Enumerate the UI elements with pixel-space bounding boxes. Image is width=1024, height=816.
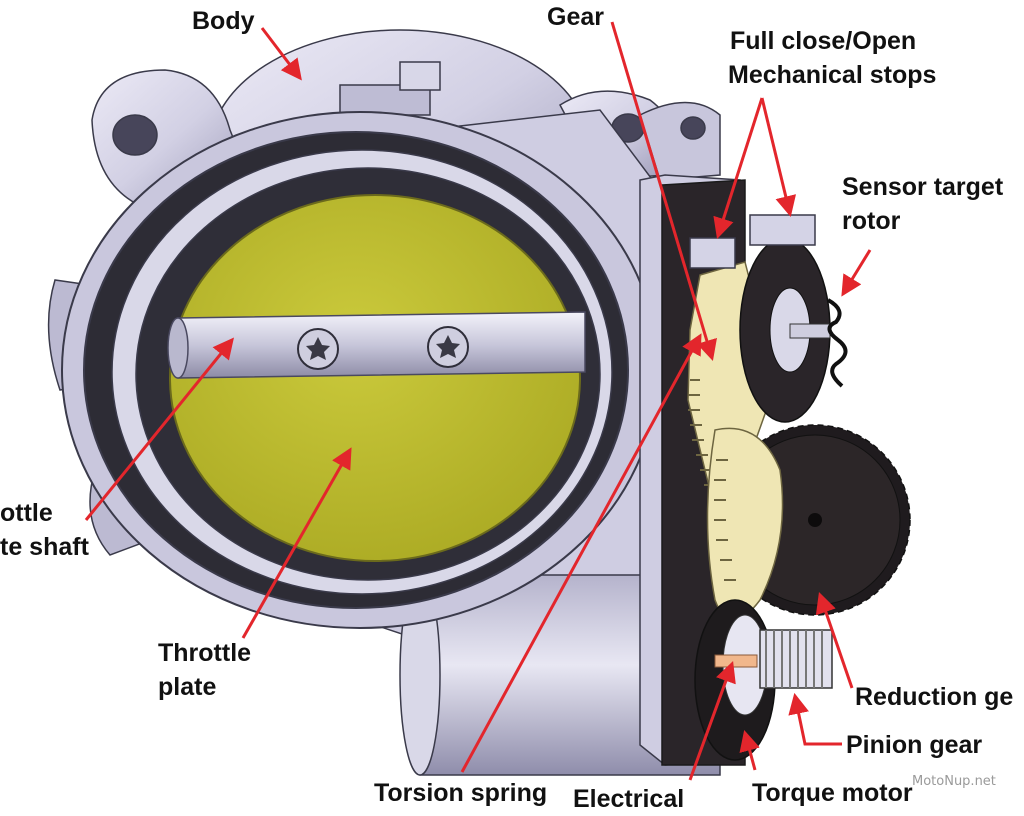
label-gear: Gear [547,3,604,31]
label-plate-line2: plate [158,673,217,701]
arrow-torsion-spring [460,333,702,773]
arrow-shaft [84,337,234,521]
label-torsion-spring: Torsion spring [374,779,548,807]
label-torque-motor: Torque motor [752,779,913,807]
label-pinion-gear: Pinion gear [846,731,983,759]
throttle-plate [169,194,581,562]
pointer-arrows [84,21,872,781]
arrow-torque-motor [739,729,760,771]
arrow-body [260,27,302,81]
label-sensor-line1: Sensor target [842,173,1004,201]
sensor-rotor-disk [739,237,848,423]
screw-left [297,328,339,370]
intermediate-gear [706,427,784,621]
watermark: MotoNup.net [912,774,996,789]
arrow-gear [610,21,717,362]
arrow-plate [241,447,352,639]
throttle-shaft [167,311,586,379]
label-body: Body [192,7,255,35]
arrow-stop-a [713,97,764,240]
label-electrical: Electrical [573,785,685,813]
arrow-sensor [841,249,872,297]
arrow-reduction-gear [815,592,854,689]
arrow-stop-b [760,97,797,218]
screw-right [427,326,469,368]
label-shaft-line2: te shaft [0,533,89,561]
pinion-gear [759,629,833,689]
mechanical-stop-a [689,237,736,269]
arrow-pinion-gear [788,692,842,746]
label-shaft-line1: ottle [0,499,53,527]
arrow-electrical [688,661,736,781]
label-stops-line1: Full close/Open [730,27,917,55]
label-sensor-line2: rotor [842,207,901,235]
label-plate-line1: Throttle [158,639,252,667]
mechanical-stop-b [749,214,816,246]
label-stops-line2: Mechanical stops [728,61,937,89]
label-reduction-gear: Reduction ge [855,683,1014,711]
